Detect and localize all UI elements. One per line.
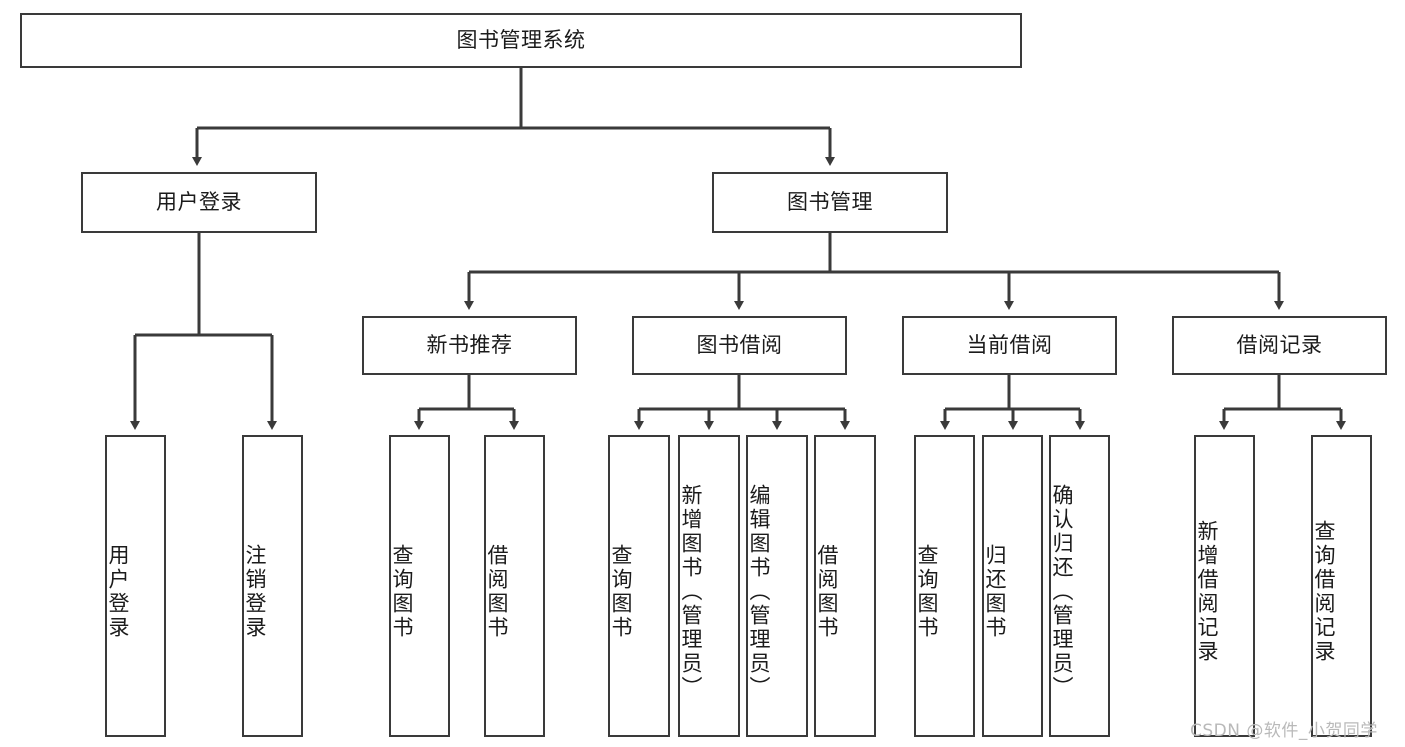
leaf-query-book-1[interactable]: 查询图书 (389, 435, 450, 737)
leaf-borrow-book-1-label: 借阅图书 (485, 544, 509, 640)
node-current-borrow[interactable]: 当前借阅 (902, 316, 1117, 375)
node-user-login[interactable]: 用户登录 (81, 172, 317, 233)
leaf-query-borrow-record[interactable]: 查询借阅记录 (1311, 435, 1372, 737)
leaf-query-book-3[interactable]: 查询图书 (914, 435, 975, 737)
leaf-edit-book-admin-label: 编辑图书（管理员） (747, 484, 771, 700)
leaf-user-login[interactable]: 用户登录 (105, 435, 166, 737)
leaf-borrow-book-1[interactable]: 借阅图书 (484, 435, 545, 737)
leaf-query-book-3-label: 查询图书 (915, 544, 939, 640)
leaf-confirm-return-admin-label: 确认归还（管理员） (1050, 484, 1074, 700)
leaf-logout[interactable]: 注销登录 (242, 435, 303, 737)
leaf-query-borrow-record-label: 查询借阅记录 (1312, 520, 1336, 664)
leaf-edit-book-admin[interactable]: 编辑图书（管理员） (746, 435, 808, 737)
leaf-add-borrow-record-label: 新增借阅记录 (1195, 520, 1219, 664)
node-root-label: 图书管理系统 (456, 27, 586, 52)
node-current-borrow-label: 当前借阅 (966, 332, 1053, 357)
node-book-manage-label: 图书管理 (787, 189, 873, 214)
leaf-add-book-admin[interactable]: 新增图书（管理员） (678, 435, 740, 737)
leaf-confirm-return-admin[interactable]: 确认归还（管理员） (1049, 435, 1110, 737)
leaf-return-book[interactable]: 归还图书 (982, 435, 1043, 737)
node-borrow-record[interactable]: 借阅记录 (1172, 316, 1387, 375)
leaf-return-book-label: 归还图书 (983, 544, 1007, 640)
node-root[interactable]: 图书管理系统 (20, 13, 1022, 68)
node-new-book-recommend[interactable]: 新书推荐 (362, 316, 577, 375)
node-book-borrow-label: 图书借阅 (696, 332, 783, 357)
leaf-add-book-admin-label: 新增图书（管理员） (679, 484, 703, 700)
leaf-borrow-book-2[interactable]: 借阅图书 (814, 435, 876, 737)
leaf-user-login-label: 用户登录 (106, 544, 130, 640)
leaf-query-book-2-label: 查询图书 (609, 544, 633, 640)
leaf-query-book-1-label: 查询图书 (390, 544, 414, 640)
leaf-logout-label: 注销登录 (243, 544, 267, 640)
node-borrow-record-label: 借阅记录 (1236, 332, 1323, 357)
leaf-query-book-2[interactable]: 查询图书 (608, 435, 670, 737)
leaf-borrow-book-2-label: 借阅图书 (815, 544, 839, 640)
node-user-login-label: 用户登录 (156, 189, 242, 214)
node-book-borrow[interactable]: 图书借阅 (632, 316, 847, 375)
node-new-book-recommend-label: 新书推荐 (426, 332, 513, 357)
leaf-add-borrow-record[interactable]: 新增借阅记录 (1194, 435, 1255, 737)
node-book-manage[interactable]: 图书管理 (712, 172, 948, 233)
